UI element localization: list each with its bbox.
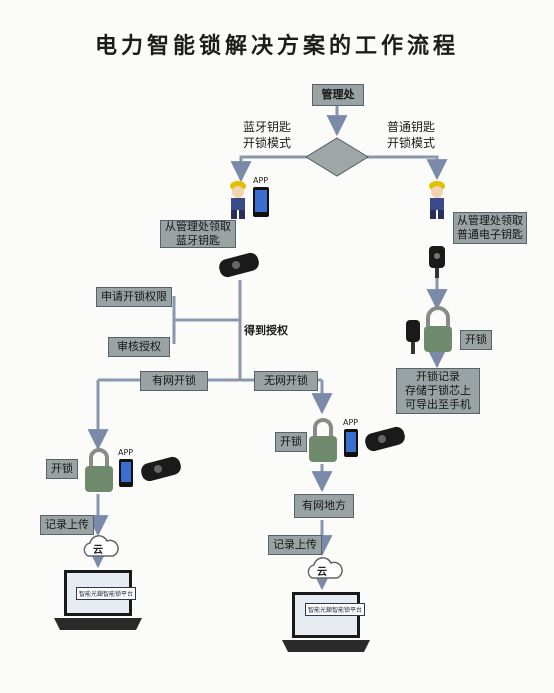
app-label-top: APP xyxy=(253,176,269,185)
authorized-label: 得到授权 xyxy=(244,324,288,337)
phone-icon-left xyxy=(119,459,133,487)
screen-text-left: 智能光鎖智能锁平台 xyxy=(76,587,137,600)
online-unlock-box: 有网开锁 xyxy=(140,371,208,391)
online-place-box: 有网地方 xyxy=(294,494,354,518)
cloud-icon-left xyxy=(83,535,119,557)
worker-icon-right xyxy=(429,181,445,219)
bluetooth-key-icon-mid xyxy=(365,426,405,452)
record-upload-box-mid: 记录上传 xyxy=(268,535,322,555)
unlock-box-right: 开锁 xyxy=(460,330,492,350)
normal-mode-label: 普通钥匙 开锁模式 xyxy=(386,120,435,150)
unlock-box-left: 开锁 xyxy=(46,459,78,479)
get-bluetooth-key-box: 从管理处领取 蓝牙钥匙 xyxy=(160,220,236,248)
app-label-mid: APP xyxy=(343,418,359,427)
padlock-icon-mid xyxy=(309,418,337,462)
phone-icon-top xyxy=(253,187,269,217)
offline-unlock-box: 无网开锁 xyxy=(254,371,318,391)
unlock-box-mid: 开锁 xyxy=(275,432,307,452)
app-label-left: APP xyxy=(118,448,134,457)
record-storage-box: 开锁记录 存储于锁芯上 可导出至手机 xyxy=(396,368,480,414)
bluetooth-key-icon-left xyxy=(141,456,181,482)
laptop-icon-left xyxy=(54,570,142,630)
phone-icon-mid xyxy=(344,429,358,457)
laptop-icon-mid xyxy=(282,592,370,652)
get-normal-key-box: 从管理处领取 普通电子钥匙 xyxy=(453,212,527,244)
worker-icon-left xyxy=(230,181,246,219)
padlock-with-key-icon-right xyxy=(406,306,452,354)
diagram-title: 电力智能锁解决方案的工作流程 xyxy=(94,33,459,59)
bluetooth-mode-label: 蓝牙钥匙 开锁模式 xyxy=(242,120,291,150)
admin-node: 管理处 xyxy=(312,84,364,106)
cloud-label-left: 云 xyxy=(93,545,103,556)
cloud-icon-mid xyxy=(307,557,343,579)
apply-permission-box: 申请开锁权限 xyxy=(96,287,172,307)
screen-text-mid: 智能光鎖智能锁平台 xyxy=(305,603,366,616)
electronic-key-icon xyxy=(429,246,445,278)
padlock-icon-left xyxy=(85,448,113,492)
bluetooth-key-icon xyxy=(219,252,259,278)
review-authorize-box: 审核授权 xyxy=(108,337,170,357)
record-upload-box-left: 记录上传 xyxy=(40,515,94,535)
cloud-label-mid: 云 xyxy=(317,567,327,578)
